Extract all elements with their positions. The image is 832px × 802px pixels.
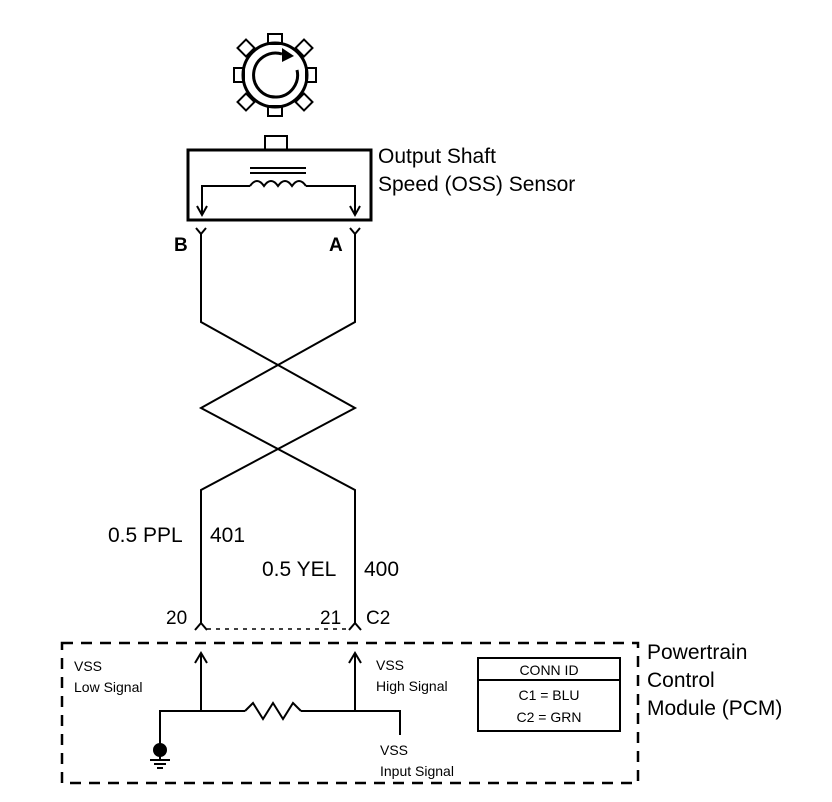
wire-ppl-401 <box>200 234 358 623</box>
pin-21-label: 21 <box>320 608 341 629</box>
wire-left-circuit-label: 401 <box>210 524 245 547</box>
pin-20 <box>194 621 208 631</box>
reluctor-gear <box>233 33 317 117</box>
wire-left-color-label: 0.5 PPL <box>108 524 183 547</box>
conn-id-row-1: C1 = BLU <box>518 687 579 703</box>
oss-sensor-body <box>186 148 373 222</box>
ground-icon <box>150 743 170 769</box>
sensor-name-line2: Speed (OSS) Sensor <box>378 173 575 196</box>
input-signal-path <box>301 710 401 735</box>
high-signal-label-line1: VSS <box>376 657 404 673</box>
wire-right-circuit-label: 400 <box>364 558 399 581</box>
pin-21 <box>348 621 362 631</box>
low-signal-label-line2: Low Signal <box>74 679 143 695</box>
pcm-name-line2: Control <box>647 669 715 692</box>
wire-right-color-label: 0.5 YEL <box>262 558 336 581</box>
low-signal-path <box>159 710 245 745</box>
pcm-name-line1: Powertrain <box>647 641 747 664</box>
pcm-module-box <box>60 641 640 785</box>
coil-icon <box>249 167 307 188</box>
terminal-b-label: B <box>174 235 188 256</box>
high-signal-label-line2: High Signal <box>376 678 448 694</box>
sensor-name-line1: Output Shaft <box>378 145 496 168</box>
terminal-b <box>195 227 207 236</box>
sensor-tip <box>264 135 288 151</box>
wire-yel-400 <box>198 234 356 623</box>
rotation-arrow-icon <box>252 48 300 99</box>
conn-id-table <box>477 657 621 732</box>
pcm-name-line3: Module (PCM) <box>647 697 782 720</box>
terminal-a-label: A <box>329 235 343 256</box>
resistor-icon <box>244 701 302 721</box>
input-signal-label-line1: VSS <box>380 742 408 758</box>
low-signal-label-line1: VSS <box>74 658 102 674</box>
conn-id-header: CONN ID <box>519 662 578 678</box>
conn-id-row-2: C2 = GRN <box>517 709 582 725</box>
pin-20-label: 20 <box>166 608 187 629</box>
input-signal-label-line2: Input Signal <box>380 763 454 779</box>
connector-id-label: C2 <box>366 608 390 629</box>
terminal-a <box>349 227 361 236</box>
